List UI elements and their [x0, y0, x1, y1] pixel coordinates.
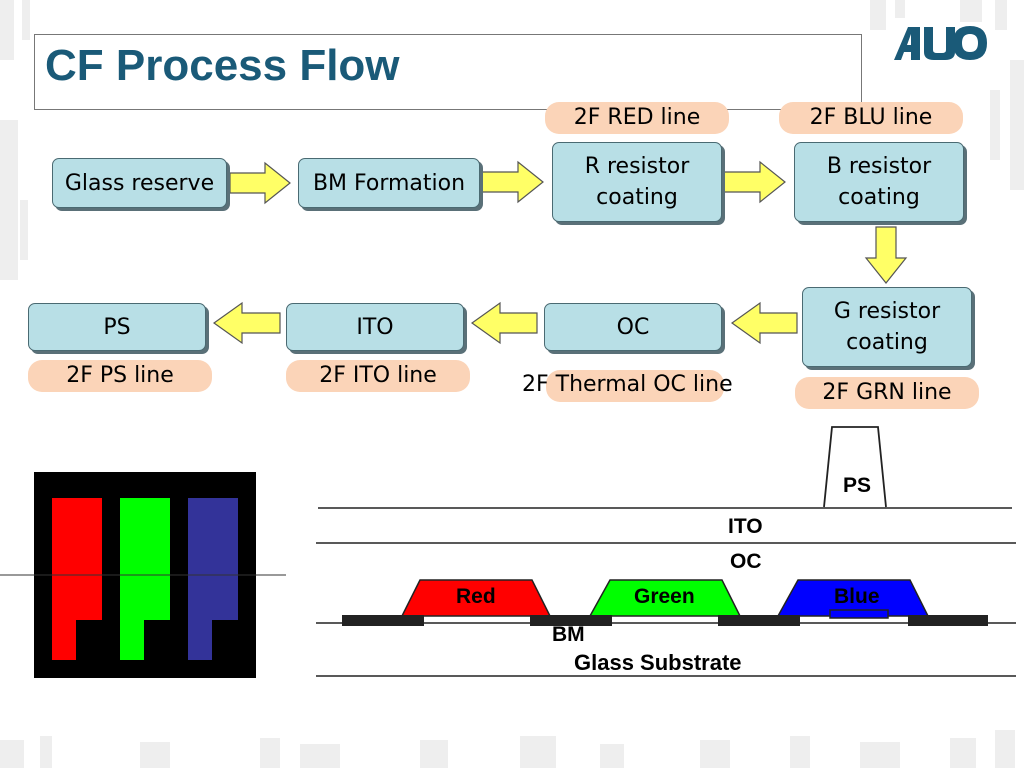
- step-r-label-line1: R resistor: [584, 154, 690, 179]
- label-ito-line: 2F ITO line: [286, 360, 470, 392]
- auo-logo: [894, 26, 987, 60]
- blue-label: Blue: [834, 585, 880, 608]
- step-bm-formation: BM Formation: [298, 158, 480, 208]
- bm-segment: [908, 615, 988, 626]
- step-oc: OC: [544, 303, 722, 351]
- glass-substrate-label: Glass Substrate: [574, 650, 742, 675]
- label-red-line: 2F RED line: [545, 102, 729, 134]
- step-b-label-line1: B resistor: [826, 154, 932, 179]
- bm-segment: [530, 615, 612, 626]
- label-grn-line: 2F GRN line: [795, 377, 979, 409]
- step-g-resistor-coating: G resistor coating: [802, 287, 972, 367]
- step-r-label-line2: coating: [596, 185, 678, 210]
- bm-segment: [342, 615, 424, 626]
- label-ps-line: 2F PS line: [28, 360, 212, 392]
- oc-label: OC: [730, 550, 762, 573]
- cross-section-diagram: PS ITO OC Red Green Blue BM Glass Substr…: [316, 426, 1016, 677]
- pixel-blue: [188, 498, 238, 660]
- ps-base: [829, 609, 889, 619]
- title-box: CF Process Flow: [34, 34, 862, 110]
- step-bm-formation-label: BM Formation: [312, 170, 466, 196]
- step-g-label-line1: G resistor: [833, 299, 941, 324]
- step-ito: ITO: [286, 303, 464, 351]
- pixel-red: [52, 498, 102, 660]
- ps-spacer: [823, 426, 887, 508]
- green-color-layer: [588, 579, 742, 617]
- red-color-layer: [400, 579, 552, 617]
- label-thermal-oc-line: 2F Thermal OC line: [522, 372, 733, 397]
- bm-label: BM: [552, 623, 585, 646]
- ito-label: ITO: [728, 515, 763, 538]
- pixel-green: [120, 498, 170, 660]
- step-b-label-line2: coating: [838, 185, 920, 210]
- bm-segment: [718, 615, 800, 626]
- red-label: Red: [456, 585, 496, 608]
- label-thermal-oc-bg: [546, 370, 724, 402]
- step-ito-label: ITO: [356, 314, 394, 340]
- step-ps: PS: [28, 303, 206, 351]
- green-label: Green: [634, 585, 695, 608]
- step-oc-label: OC: [616, 314, 650, 340]
- label-blu-line: 2F BLU line: [779, 102, 963, 134]
- pixel-layout-diagram: [0, 472, 286, 678]
- step-r-resistor-coating: R resistor coating: [552, 142, 722, 222]
- ps-label: PS: [843, 474, 871, 497]
- step-ps-label: PS: [103, 314, 131, 340]
- step-glass-reserve: Glass reserve: [52, 158, 227, 208]
- step-b-resistor-coating: B resistor coating: [794, 142, 964, 222]
- step-g-label-line2: coating: [846, 330, 928, 355]
- page-title: CF Process Flow: [45, 41, 400, 90]
- step-glass-reserve-label: Glass reserve: [64, 170, 215, 196]
